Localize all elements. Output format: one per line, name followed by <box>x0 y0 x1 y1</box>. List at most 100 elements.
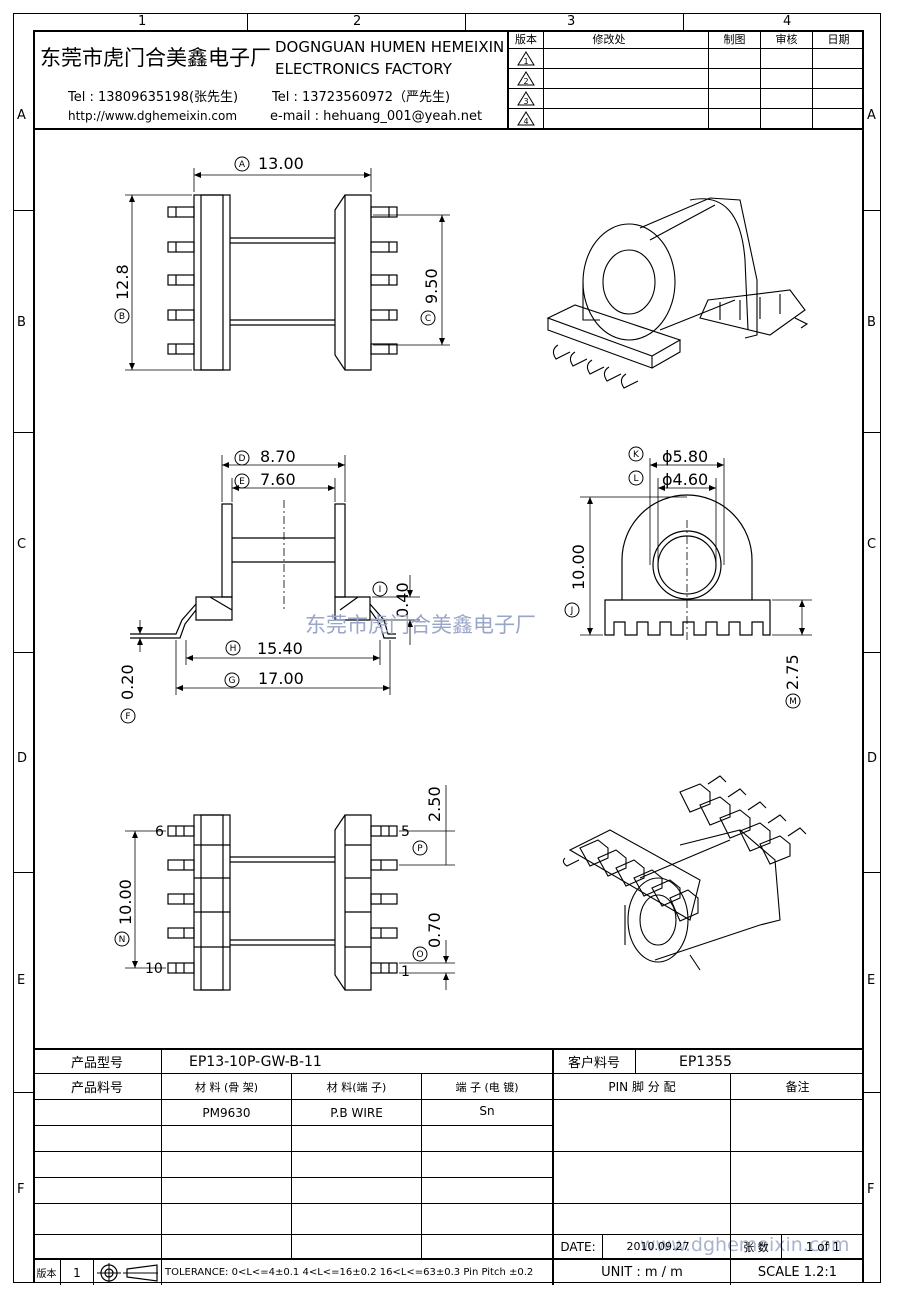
contact-email[interactable]: e-mail : hehuang_001@yeah.net <box>270 109 483 124</box>
callout-C: C <box>425 314 431 324</box>
rev-triangle-1: 1 <box>517 51 535 66</box>
callout-G: G <box>229 676 236 686</box>
dim-K-value: ϕ5.80 <box>662 447 708 466</box>
value-unit: UNIT : m / m <box>601 1265 683 1280</box>
isometric-view-1 <box>546 197 809 389</box>
value-page: 1 of 1 <box>805 1239 841 1254</box>
col-number-1: 1 <box>138 14 147 29</box>
drawing-inner-border <box>33 30 864 1283</box>
dim-P-value: 2.50 <box>425 786 444 822</box>
callout-O: O <box>416 950 423 960</box>
row-letter-F-right: F <box>867 1182 875 1197</box>
label-material-bobbin: 材 料 (骨 架) <box>194 1080 259 1094</box>
rev-triangle-2: 2 <box>517 71 535 86</box>
header-bottom-line <box>33 128 864 130</box>
company-url[interactable]: http://www.dghemeixin.com <box>68 109 238 123</box>
top-view-pins-left <box>167 206 195 355</box>
contact-tel-1: Tel : 13809635198(张先生) <box>68 90 239 105</box>
dim-M-value: 2.75 <box>783 654 802 690</box>
callout-J: J <box>570 606 574 616</box>
rev-header-checked: 审核 <box>775 33 798 46</box>
row-letter-B-right: B <box>867 315 876 330</box>
rev-num-2: 2 <box>523 77 528 86</box>
row-letter-F: F <box>17 1182 25 1197</box>
side-view <box>130 455 420 695</box>
isometric-view-2 <box>562 775 807 971</box>
dim-F-value: 0.20 <box>118 664 137 700</box>
rev-header-change: 修改处 <box>592 33 626 46</box>
watermark-url: www.dghemeixin.com <box>640 1234 849 1256</box>
rev-num-4: 4 <box>523 117 528 126</box>
row-letter-B: B <box>17 315 26 330</box>
contact-tel-2: Tel : 13723560972（严先生) <box>272 90 451 105</box>
projection-symbol-icon <box>97 1263 158 1283</box>
label-pin-assignment: PIN 脚 分 配 <box>608 1080 676 1094</box>
callout-K: K <box>633 450 640 460</box>
label-product-pn: 产品料号 <box>70 1081 123 1096</box>
dim-H-value: 15.40 <box>257 639 303 658</box>
row-letter-E: E <box>17 973 26 988</box>
col-number-2: 2 <box>353 14 362 29</box>
row-letter-A: A <box>17 108 26 123</box>
label-page: 张 数 <box>743 1240 769 1254</box>
label-material-pin: 材 料(端 子) <box>326 1080 387 1094</box>
value-scale: SCALE 1.2:1 <box>757 1265 838 1280</box>
rev-triangle-3: 3 <box>517 91 535 106</box>
row-ruler-right: A B C D E F <box>864 30 881 1283</box>
rev-header-drawn: 制图 <box>723 33 746 46</box>
front-view <box>580 458 812 640</box>
dim-B-value: 12.8 <box>113 264 132 300</box>
pin-label-6: 6 <box>155 824 164 840</box>
pin-label-5: 5 <box>401 824 410 840</box>
value-customer-pn: EP1355 <box>679 1053 732 1070</box>
label-date: DATE: <box>560 1239 596 1254</box>
label-remark: 备注 <box>785 1080 810 1094</box>
callout-M: M <box>789 697 797 707</box>
company-name-cn: 东莞市虎门合美鑫电子厂 <box>40 46 271 70</box>
rev-triangle-4: 4 <box>517 111 535 126</box>
rev-header-date: 日期 <box>827 33 850 46</box>
header-divider <box>507 30 509 129</box>
bottom-view-pins-right <box>370 825 398 974</box>
value-material-bobbin: PM9630 <box>202 1106 251 1120</box>
rev-num-3: 3 <box>523 97 528 106</box>
dim-J-value: 10.00 <box>569 544 588 590</box>
drawing-frame <box>13 13 881 1283</box>
callout-L: L <box>633 474 638 484</box>
title-block: 产品型号 EP13-10P-GW-B-11 客户料号 EP1355 产品料号 材… <box>33 1048 864 1285</box>
callout-B: B <box>119 312 125 322</box>
callout-I: I <box>379 585 382 595</box>
callout-N: N <box>119 935 126 945</box>
watermark-cn: 东莞市虎门合美鑫电子厂 <box>305 613 536 637</box>
value-date: 2010.09.27 <box>626 1240 690 1253</box>
callout-E: E <box>239 477 245 487</box>
row-letter-D-right: D <box>867 751 878 766</box>
dim-D-value: 8.70 <box>260 447 296 466</box>
col-number-3: 3 <box>567 14 576 29</box>
row-letter-D: D <box>17 751 28 766</box>
dim-A-value: 13.00 <box>258 154 304 173</box>
callout-F: F <box>125 712 130 722</box>
row-letter-C-right: C <box>867 537 877 552</box>
dim-C-value: 9.50 <box>422 268 441 304</box>
tolerance-note: TOLERANCE: 0<L<=4±0.1 4<L<=16±0.2 16<L<=… <box>165 1267 534 1278</box>
company-name-en-2: ELECTRONICS FACTORY <box>275 60 452 78</box>
top-view <box>125 168 450 371</box>
label-version: 版本 <box>36 1269 57 1280</box>
row-ruler-left: A B C D E F <box>13 30 33 1283</box>
callout-A: A <box>239 160 246 170</box>
callout-H: H <box>230 644 237 654</box>
dim-N-value: 10.00 <box>116 879 135 925</box>
bottom-view-pins-left <box>167 825 195 974</box>
dim-E-value: 7.60 <box>260 470 296 489</box>
row-letter-E-right: E <box>867 973 876 988</box>
label-customer-pn: 客户料号 <box>567 1056 620 1071</box>
top-view-pins-right <box>370 206 398 355</box>
revision-table: 版本 修改处 制图 审核 日期 1 2 3 4 <box>509 30 864 128</box>
rev-num-1: 1 <box>523 57 528 66</box>
value-plating: Sn <box>479 1104 495 1118</box>
value-product-model: EP13-10P-GW-B-11 <box>189 1053 322 1070</box>
label-plating: 端 子 (电 镀) <box>455 1080 519 1094</box>
value-version: 1 <box>73 1265 81 1280</box>
